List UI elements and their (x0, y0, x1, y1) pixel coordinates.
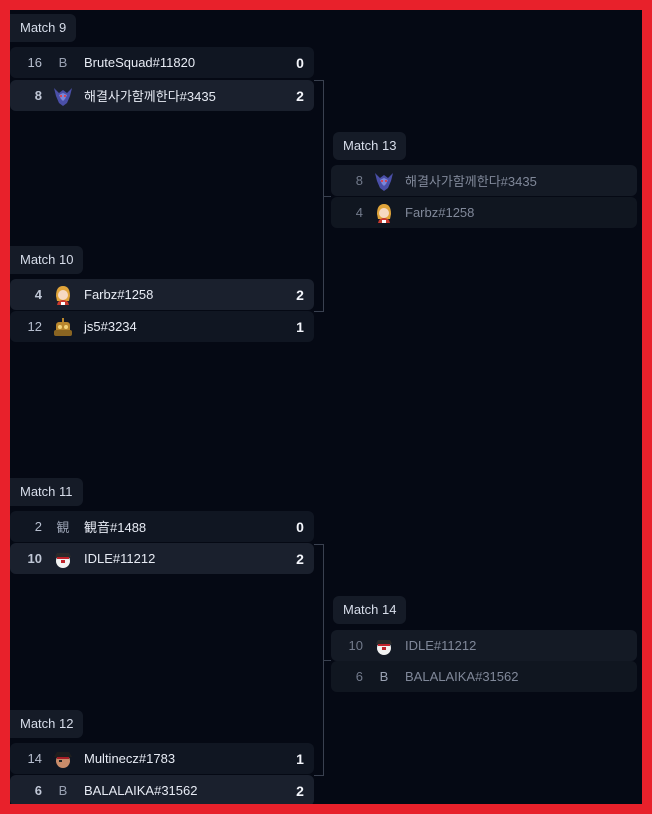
player-name: js5#3234 (84, 319, 137, 334)
match-9-player-2[interactable]: 8 해결사가함께한다#3435 2 (10, 80, 314, 111)
score: 2 (296, 550, 304, 567)
score: 0 (296, 518, 304, 535)
seed: 12 (27, 319, 42, 334)
player-name: Multinecz#1783 (84, 751, 176, 766)
seed: 6 (355, 669, 363, 684)
match-12-label: Match 12 (10, 710, 84, 738)
seed: 4 (355, 205, 363, 220)
seed: 6 (34, 783, 42, 798)
player-name: IDLE#11212 (84, 551, 156, 566)
score: 1 (296, 750, 304, 767)
player-name: Farbz#1258 (84, 287, 154, 302)
match-12-player-2[interactable]: 6 B BALALAIKA#31562 2 (10, 775, 314, 804)
player-name: 해결사가함께한다#3435 (84, 89, 216, 104)
avatar: B (58, 55, 68, 70)
connector-to-m13 (323, 196, 331, 197)
avatar: B (58, 783, 68, 798)
seed: 10 (27, 551, 42, 566)
pirate-icon (52, 548, 74, 570)
bot-icon (52, 316, 74, 338)
seed: 16 (27, 55, 42, 70)
bracket-view: Match 9 16 B BruteSquad#11820 0 8 해결사가함께… (10, 10, 642, 804)
match-9-label: Match 9 (10, 14, 77, 42)
match-11-player-2[interactable]: 10 IDLE#11212 2 (10, 543, 314, 574)
player-name: BruteSquad#11820 (84, 55, 196, 70)
connector-to-m14 (323, 660, 331, 661)
match-13-label: Match 13 (333, 132, 407, 160)
avatar: 観 (56, 520, 70, 535)
avatar: B (379, 669, 389, 684)
score: 2 (296, 87, 304, 104)
score: 2 (296, 286, 304, 303)
player-name: 해결사가함께한다#3435 (405, 174, 537, 189)
seed: 8 (34, 88, 42, 103)
pirate-icon (373, 635, 395, 657)
seed: 8 (355, 173, 363, 188)
score: 2 (296, 782, 304, 799)
girl-icon (373, 202, 395, 224)
seed: 14 (27, 751, 42, 766)
match-14-label: Match 14 (333, 596, 407, 624)
match-13-player-1[interactable]: 8 해결사가함께한다#3435 (331, 165, 637, 196)
match-14-player-1[interactable]: 10 IDLE#11212 (331, 630, 637, 661)
score: 1 (296, 318, 304, 335)
pirate-icon (52, 748, 74, 770)
dragon-icon (373, 170, 395, 192)
seed: 2 (34, 519, 42, 534)
match-13-player-2[interactable]: 4 Farbz#1258 (331, 197, 637, 228)
dragon-icon (52, 85, 74, 107)
score: 0 (296, 54, 304, 71)
player-name: BALALAIKA#31562 (405, 669, 519, 684)
player-name: Farbz#1258 (405, 205, 475, 220)
match-10-player-2[interactable]: 12 js5#3234 1 (10, 311, 314, 342)
seed: 10 (348, 638, 363, 653)
match-10-player-1[interactable]: 4 Farbz#1258 2 (10, 279, 314, 310)
match-10-label: Match 10 (10, 246, 84, 274)
player-name: IDLE#11212 (405, 638, 477, 653)
match-12-player-1[interactable]: 14 Multinecz#1783 1 (10, 743, 314, 774)
player-name: BALALAIKA#31562 (84, 783, 198, 798)
match-11-label: Match 11 (10, 478, 83, 506)
girl-icon (52, 284, 74, 306)
match-9-player-1[interactable]: 16 B BruteSquad#11820 0 (10, 47, 314, 78)
match-11-player-1[interactable]: 2 観 観音#1488 0 (10, 511, 314, 542)
seed: 4 (34, 287, 42, 302)
match-14-player-2[interactable]: 6 B BALALAIKA#31562 (331, 661, 637, 692)
player-name: 観音#1488 (84, 520, 147, 535)
